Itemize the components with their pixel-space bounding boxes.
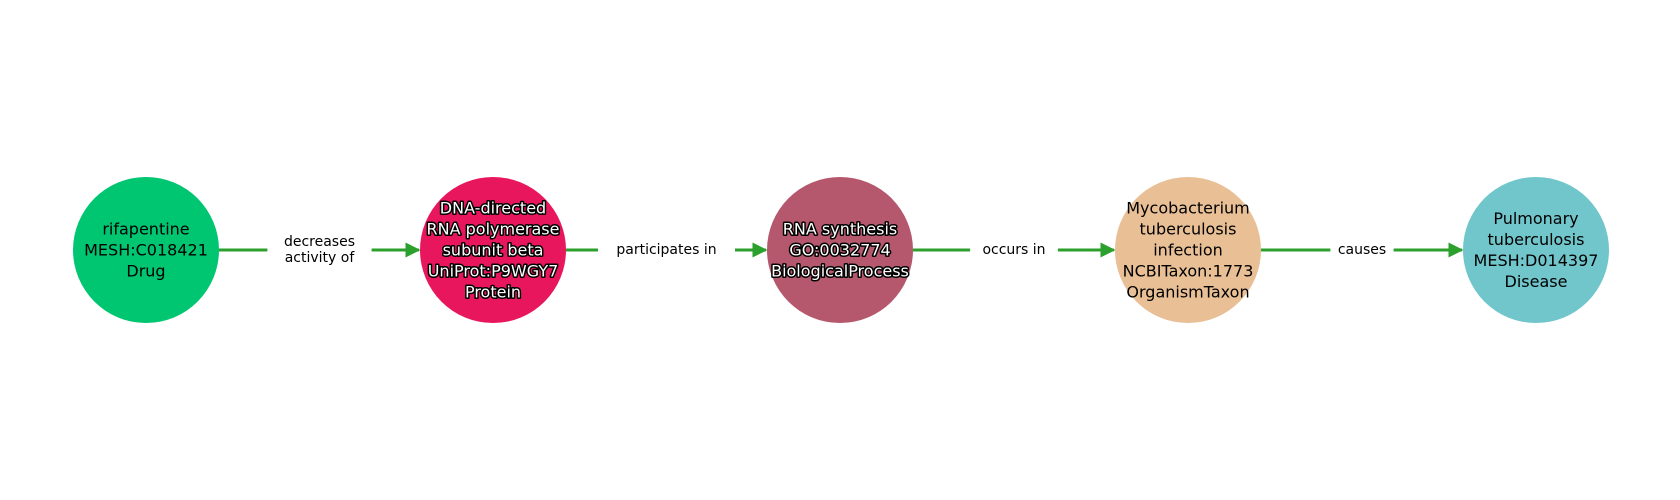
node-circle — [73, 177, 219, 323]
node-label: UniProt:P9WGY7 — [428, 262, 559, 281]
node-label: OrganismTaxon — [1126, 283, 1249, 302]
edge-label: decreases — [284, 234, 355, 250]
node-3: Mycobacterium tuberculosis infectionNCBITa… — [1115, 177, 1261, 323]
node-label: RNA polymerase — [427, 220, 560, 239]
node-label: infection — [1153, 241, 1223, 260]
node-label: MESH:D014397 — [1474, 251, 1599, 270]
node-label: MESH:C018421 — [84, 241, 208, 260]
edge-label: activity of — [285, 250, 356, 266]
node-label: tuberculosis — [1140, 220, 1237, 239]
node-label: Mycobacterium — [1126, 199, 1249, 218]
node-label: BiologicalProcess — [771, 262, 909, 281]
node-label: Protein — [465, 283, 521, 302]
node-circle — [1115, 177, 1261, 323]
node-label: RNA synthesis — [783, 220, 897, 239]
edge-label-background — [970, 240, 1058, 260]
nodes-layer: rifapentineMESH:C018421DrugDNA-directedR… — [73, 177, 1609, 323]
node-label: subunit beta — [443, 241, 544, 260]
edge-3: causes — [1261, 240, 1464, 260]
node-label: Drug — [126, 262, 165, 281]
node-label: NCBITaxon:1773 — [1123, 262, 1254, 281]
node-label: Disease — [1505, 272, 1568, 291]
node-circle — [767, 177, 913, 323]
edge-label: occurs in — [982, 242, 1045, 258]
node-circle — [1463, 177, 1609, 323]
edge-1: participates in — [566, 240, 768, 260]
edge-label-background — [598, 240, 735, 260]
node-label: Pulmonary — [1493, 209, 1578, 228]
edge-label-background — [1330, 240, 1394, 260]
edge-label: causes — [1338, 242, 1386, 258]
node-label: GO:0032774 — [789, 241, 890, 260]
node-label: tuberculosis — [1488, 230, 1585, 249]
edge-label: participates in — [616, 242, 716, 258]
node-label: rifapentine — [102, 220, 189, 239]
node-label: DNA-directed — [440, 199, 546, 218]
node-circle — [420, 177, 566, 323]
edge-2: occurs in — [913, 240, 1116, 260]
edge-label-background — [267, 232, 372, 268]
